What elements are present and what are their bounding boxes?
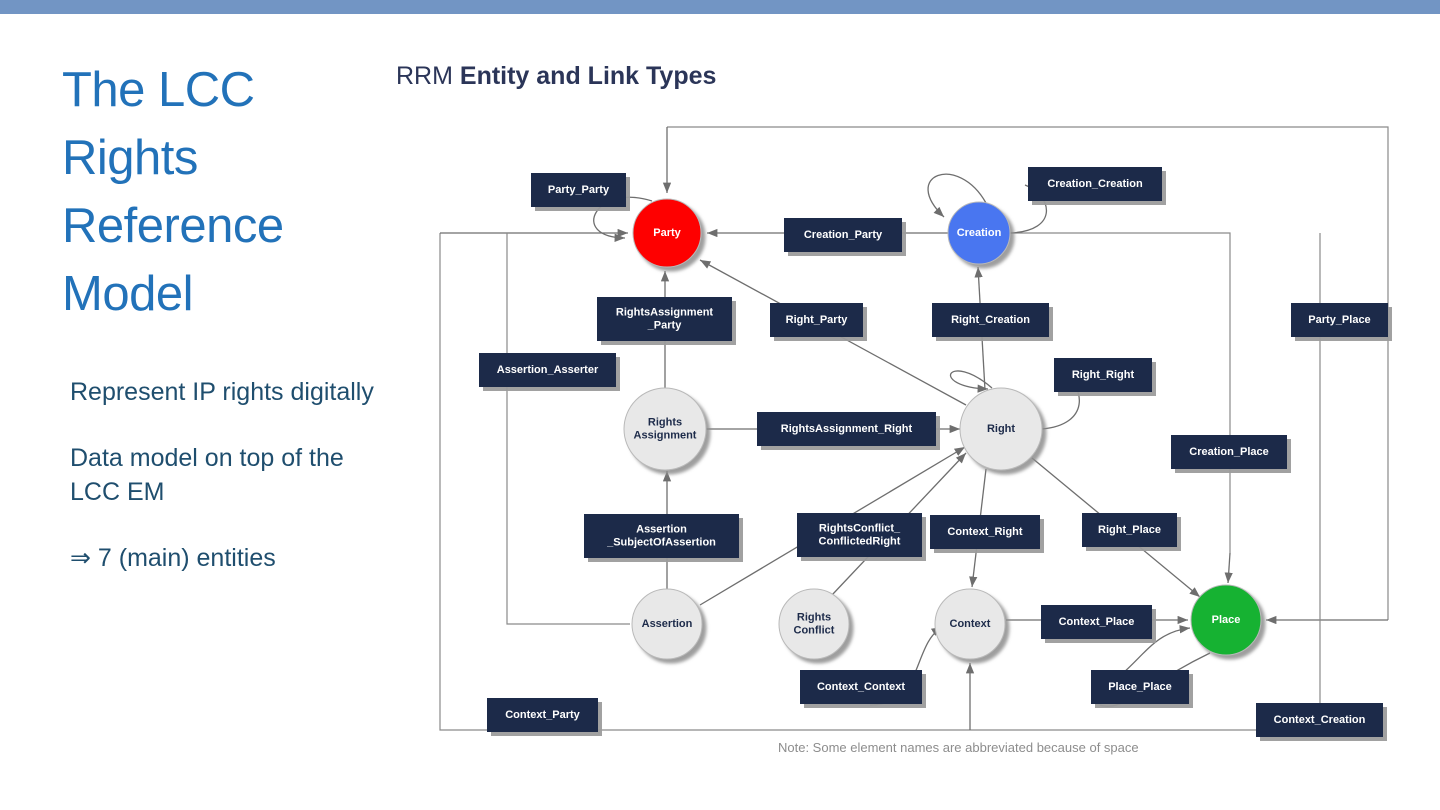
page-title-line: Model	[62, 267, 193, 321]
page-title-line: The LCC	[62, 63, 255, 117]
diagram-title-main: Entity and Link Types	[459, 62, 717, 90]
diagram-footnote: Note: Some element names are abbreviated…	[778, 740, 1139, 755]
link-type-context-right[interactable]: Context_Right	[930, 515, 1040, 549]
frame-creation-place	[1010, 232, 1231, 553]
link-type-party-place[interactable]: Party_Place	[1291, 303, 1388, 337]
link-type-label: Right_Right	[1072, 369, 1135, 381]
frame-party-place	[667, 126, 1389, 620]
entity-node-assertion[interactable]: Assertion	[631, 588, 703, 660]
link-party-party	[593, 196, 653, 242]
link-type-label: RightsAssignment_Right	[781, 423, 913, 435]
link-type-creation-place[interactable]: Creation_Place	[1171, 435, 1287, 469]
arrow-into-place-top	[1224, 552, 1233, 584]
entity-node-label: Context	[950, 618, 991, 630]
link-type-label: Assertion_Asserter	[497, 364, 599, 376]
entity-node-label: Assertion	[642, 618, 693, 630]
link-type-label: Creation_Creation	[1047, 178, 1143, 190]
entity-node-label: Rights	[797, 611, 831, 623]
link-type-creation-creation[interactable]: Creation_Creation	[1028, 167, 1162, 201]
entity-node-label: Right	[987, 423, 1015, 435]
link-right-right	[949, 370, 993, 393]
link-type-context-context[interactable]: Context_Context	[800, 670, 922, 704]
frame-assertion-asserter	[506, 233, 630, 625]
link-type-label: Creation_Place	[1189, 446, 1268, 458]
link-type-label: Context_Party	[505, 709, 580, 721]
link-type-label: Party_Place	[1308, 314, 1370, 326]
link-type-right-right[interactable]: Right_Right	[1054, 358, 1152, 392]
link-type-label: Right_Creation	[951, 314, 1030, 326]
link-type-label: Right_Party	[786, 314, 849, 326]
link-type-assertion-subjectofassertion[interactable]: Assertion_SubjectOfAssertion	[584, 514, 739, 558]
link-creation-creation	[927, 173, 987, 218]
entity-node-label: Conflict	[794, 624, 835, 636]
link-type-label: Context_Place	[1059, 616, 1135, 628]
entity-node-rights-assignment[interactable]: RightsAssignment	[623, 387, 707, 471]
entity-node-label: Place	[1212, 614, 1241, 626]
entity-node-label: Party	[653, 227, 681, 239]
link-type-label: Creation_Party	[804, 229, 883, 241]
bullet-item: ⇒ 7 (main) entities	[70, 544, 276, 572]
diagram-title-prefix: RRM	[396, 62, 460, 90]
page-title-line: Rights	[62, 131, 198, 185]
link-type-context-party[interactable]: Context_Party	[487, 698, 598, 732]
link-type-right-party[interactable]: Right_Party	[770, 303, 863, 337]
link-type-label: Right_Place	[1098, 524, 1161, 536]
link-type-label: ConflictedRight	[819, 535, 901, 547]
top-accent-banner	[0, 0, 1440, 14]
link-type-rightsassignment-party[interactable]: RightsAssignment_Party	[597, 297, 732, 341]
entity-node-right[interactable]: Right	[959, 387, 1043, 471]
link-type-label: RightsConflict_	[819, 522, 901, 534]
frame-context-party	[439, 233, 1320, 731]
entity-node-label: Creation	[957, 227, 1002, 239]
bullet-list: Represent IP rights digitally Data model…	[70, 375, 400, 607]
entity-node-rights-conflict[interactable]: RightsConflict	[778, 588, 850, 660]
link-type-assertion-asserter[interactable]: Assertion_Asserter	[479, 353, 616, 387]
bullet-item: Represent IP rights digitally	[70, 378, 374, 406]
link-type-label: Assertion	[636, 523, 687, 535]
link-type-label: _Party	[647, 319, 683, 331]
entity-node-label: Rights	[648, 416, 682, 428]
link-type-context-creation[interactable]: Context_Creation	[1256, 703, 1383, 737]
page-title-line: Reference	[62, 199, 284, 253]
link-type-context-place[interactable]: Context_Place	[1041, 605, 1152, 639]
link-type-label: Context_Context	[817, 681, 905, 693]
entity-node-place[interactable]: Place	[1190, 584, 1262, 656]
link-type-party-party[interactable]: Party_Party	[531, 173, 626, 207]
link-type-label: _SubjectOfAssertion	[606, 536, 716, 548]
entity-node-label: Assignment	[634, 429, 697, 441]
link-type-label: RightsAssignment	[616, 306, 714, 318]
bullet-item: Data model on top of the LCC EM	[70, 444, 344, 506]
link-type-place-place[interactable]: Place_Place	[1091, 670, 1189, 704]
link-type-label: Context_Right	[947, 526, 1023, 538]
link-type-rightsconflict-conflictedright[interactable]: RightsConflict_ConflictedRight	[797, 513, 922, 557]
link-type-creation-party[interactable]: Creation_Party	[784, 218, 902, 252]
diagram-title: RRM Entity and Link Types	[396, 62, 716, 91]
link-type-label: Place_Place	[1108, 681, 1172, 693]
link-type-right-creation[interactable]: Right_Creation	[932, 303, 1049, 337]
entity-node-creation[interactable]: Creation	[947, 201, 1011, 265]
link-type-right-place[interactable]: Right_Place	[1082, 513, 1177, 547]
entity-node-context[interactable]: Context	[934, 588, 1006, 660]
link-type-rightsassignment-right[interactable]: RightsAssignment_Right	[757, 412, 936, 446]
link-type-label: Context_Creation	[1274, 714, 1366, 726]
entity-node-party[interactable]: Party	[632, 198, 702, 268]
page-title: The LCC Rights Reference Model	[62, 56, 382, 328]
link-type-label: Party_Party	[548, 184, 610, 196]
